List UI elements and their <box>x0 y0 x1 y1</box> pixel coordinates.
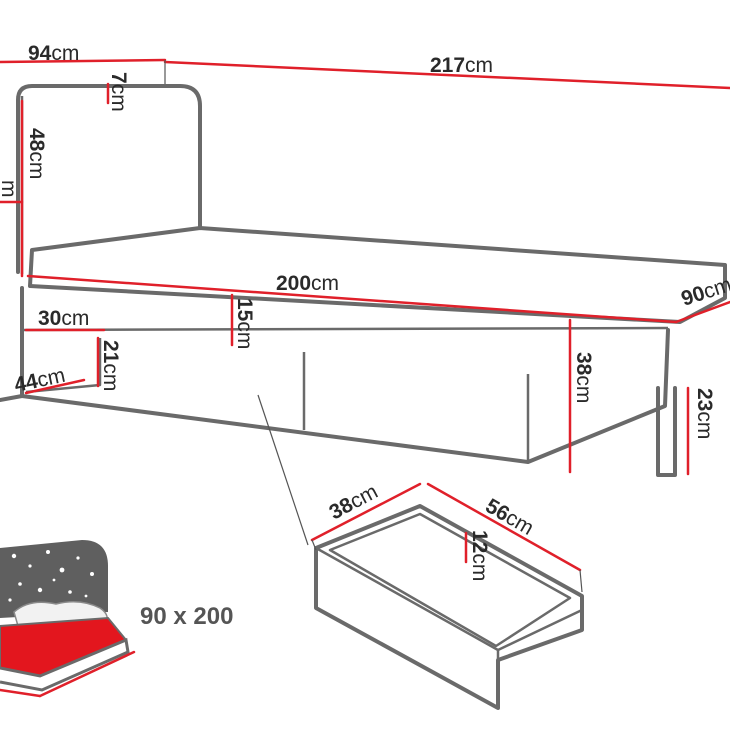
dim-line-90 <box>674 300 730 324</box>
sleeping-area-illustration <box>0 540 136 698</box>
dim-line-38-drawer <box>310 482 422 542</box>
base-left-end <box>0 394 24 402</box>
label-left-cut: m <box>0 180 20 198</box>
dim-tick-drawer-right <box>579 569 583 593</box>
drawer-front-top <box>315 546 583 652</box>
star-decorations <box>8 550 94 602</box>
headboard-outline <box>16 84 202 274</box>
bed-base-outline <box>0 637 130 692</box>
bed-leg <box>656 386 677 477</box>
drawer-inner <box>328 512 572 648</box>
label-side-panel-width: 30cm <box>38 307 89 330</box>
label-mattress-length: 200cm <box>276 272 339 295</box>
side-bottom-edge <box>25 338 102 394</box>
dimension-lines <box>0 58 730 593</box>
thumbnail-width-line <box>0 688 42 698</box>
label-mattress-thickness: 15cm <box>233 298 256 349</box>
label-leg-height: 23cm <box>693 388 716 439</box>
dim-line-56 <box>426 482 582 572</box>
dim-line-217 <box>163 60 730 90</box>
label-headboard-height: 48cm <box>25 128 48 179</box>
mattress-top <box>28 226 727 324</box>
dim-line-94 <box>0 58 167 64</box>
dim-tick-drawer-left <box>311 539 317 551</box>
label-side-height: 21cm <box>99 340 122 391</box>
label-headboard-depth: 94cm <box>28 42 79 65</box>
label-headboard-thickness: 7cm <box>107 72 130 112</box>
bed-frame <box>0 84 727 477</box>
drawer-outline <box>314 504 584 710</box>
label-drawer-height: 12cm <box>468 530 491 581</box>
dim-line-44 <box>24 378 86 395</box>
label-total-length: 217cm <box>430 54 493 77</box>
label-side-depth: 44cm <box>12 364 67 397</box>
base-top-edge <box>23 326 669 332</box>
drawer-leader-line <box>257 394 309 546</box>
size-label: 90 x 200 <box>140 603 233 630</box>
drawer-detail <box>257 394 584 710</box>
thumbnail-length-line <box>38 650 136 698</box>
dim-line-200 <box>26 274 678 324</box>
label-bed-height: 38cm <box>572 352 595 403</box>
